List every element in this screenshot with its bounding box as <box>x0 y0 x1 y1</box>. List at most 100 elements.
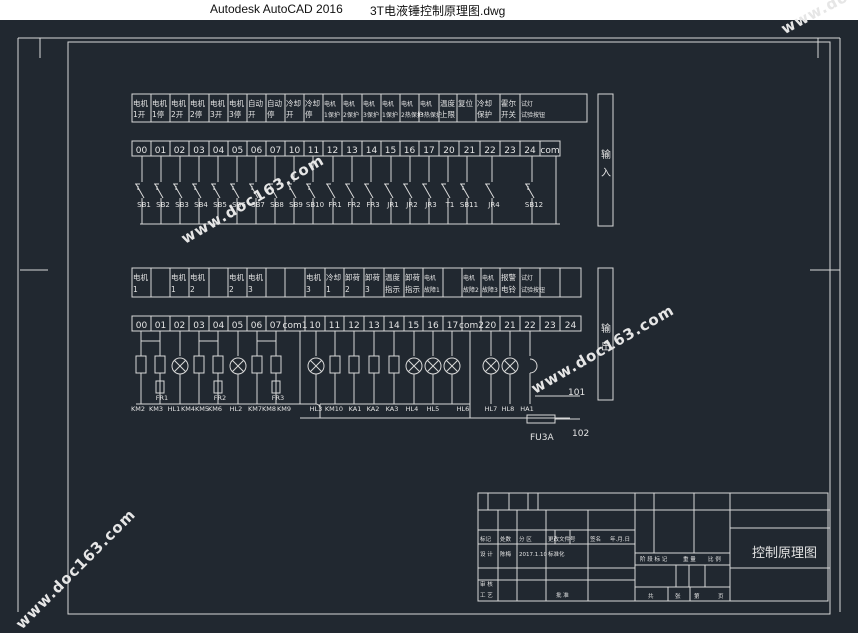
lamp-cross <box>485 360 497 372</box>
output-label: 冷却 <box>326 272 341 282</box>
output-terminal-label: 22 <box>524 321 535 331</box>
output-terminal-label: 23 <box>544 321 555 331</box>
output-label: 卸荷 <box>405 272 420 282</box>
output-label-line2: 3 <box>306 285 311 294</box>
output-side-box <box>597 267 614 401</box>
input-label-strip <box>131 93 588 123</box>
thermal-relay-contact <box>271 380 281 394</box>
lamp-cross <box>310 360 322 372</box>
device-label: KM4 <box>181 405 195 413</box>
drawing-canvas[interactable]: 电机1开电机1停电机2开电机2停电机3开电机3停自动开自动停冷却开冷却停电机1保… <box>0 20 858 621</box>
output-terminal-label: 12 <box>348 321 359 331</box>
input-label-line2: 上限 <box>440 110 455 119</box>
switch-label: SB9 <box>289 201 303 209</box>
output-label: 电机 <box>190 272 205 282</box>
input-terminal-label: 13 <box>346 146 357 156</box>
switch-contact <box>364 183 374 199</box>
relay-coil <box>329 355 341 374</box>
output-terminal-label: 02 <box>174 321 185 331</box>
input-side-label: 输 <box>601 148 611 161</box>
device-label: HL3 <box>310 405 323 413</box>
output-terminal-label: 05 <box>232 321 243 331</box>
switch-label: SB11 <box>460 201 478 209</box>
tb-cell: 标记 <box>480 535 492 543</box>
switch-contact <box>154 183 164 199</box>
input-label: 冷却 <box>305 98 320 108</box>
lamp-cross <box>427 360 439 372</box>
output-terminal-label: 20 <box>485 321 497 331</box>
device-label: KM8 <box>262 405 276 413</box>
output-label-line2: 试验按钮 <box>521 286 545 294</box>
output-label-line2: 指示 <box>405 284 420 294</box>
input-label: 电机 <box>382 100 394 108</box>
output-label-line2: 1 <box>133 285 138 294</box>
relay-coil <box>154 355 166 374</box>
input-label: 电机 <box>324 100 336 108</box>
relay-coil <box>193 355 205 374</box>
output-side-label: 出 <box>601 340 611 353</box>
input-label: 自动 <box>248 98 263 108</box>
lamp-cross <box>232 360 244 372</box>
output-terminal-label: 10 <box>309 321 321 331</box>
output-label: 温度 <box>385 272 400 282</box>
tb-cell: 审 核 <box>480 580 493 588</box>
output-label: 卸荷 <box>365 272 380 282</box>
input-label-line2: 开 <box>286 110 294 119</box>
device-label: HL6 <box>457 405 470 413</box>
tb-cell: 签名 <box>590 535 601 543</box>
input-label-line2: 2停 <box>190 109 203 119</box>
lamp-cross <box>174 360 186 372</box>
switch-label: SB4 <box>194 201 208 209</box>
switch-label: FR1 <box>328 201 341 209</box>
switch-contact <box>460 183 470 199</box>
fr-label: FR1 <box>156 394 168 402</box>
switch-contact <box>525 183 535 199</box>
thermal-relay-contact <box>213 380 223 394</box>
relay-coil <box>388 355 400 374</box>
input-terminal-label: 17 <box>423 146 434 156</box>
switch-contact <box>287 183 297 199</box>
output-label-line2: 指示 <box>385 284 400 294</box>
output-terminal-label: 07 <box>270 321 281 331</box>
input-label-line2: 2开 <box>171 110 184 119</box>
output-terminal-label: com2 <box>459 321 484 331</box>
relay-coil <box>348 355 360 374</box>
output-terminal-label: 01 <box>155 321 166 331</box>
output-label: 电机 <box>424 274 436 282</box>
lamp-cross <box>446 360 458 372</box>
output-terminal-label: 17 <box>447 321 458 331</box>
input-terminal-label: 20 <box>443 146 455 156</box>
output-label-line2: 2 <box>229 285 234 294</box>
output-label-line2: 3 <box>248 285 253 294</box>
switch-contact <box>268 183 278 199</box>
switch-contact <box>384 183 394 199</box>
output-terminal-label: 13 <box>368 321 379 331</box>
input-side-label: 入 <box>601 168 611 179</box>
input-label: 电机 <box>152 98 167 108</box>
input-label-line2: 1保护 <box>324 111 340 119</box>
input-label: 电机 <box>190 98 205 108</box>
tb-cell: 阶 段 标 记 <box>640 555 668 563</box>
tb-cell: 陈梅 <box>500 550 512 558</box>
tb-cell: 比 例 <box>708 555 721 563</box>
switch-contact <box>345 183 355 199</box>
output-label: 电机 <box>229 272 244 282</box>
switch-label: FR3 <box>366 201 379 209</box>
input-label-line2: 开关 <box>501 109 516 119</box>
input-terminal-strip <box>131 140 561 157</box>
output-terminal-label: 06 <box>251 321 263 331</box>
output-terminal-label: 00 <box>136 321 148 331</box>
input-terminal-label: 01 <box>155 146 166 156</box>
output-terminal-strip <box>131 315 582 332</box>
output-label: 电机 <box>171 272 186 282</box>
drawing-border <box>67 41 831 615</box>
tb-cell: 共 <box>648 592 654 600</box>
input-terminal-label: 23 <box>504 146 515 156</box>
device-label: HL2 <box>230 405 243 413</box>
input-label-line2: 3开 <box>210 110 223 119</box>
output-terminal-label: com1 <box>283 321 308 331</box>
input-label-line2: 保护 <box>477 109 492 119</box>
input-label: 冷却 <box>477 98 492 108</box>
tb-cell: 处数 <box>500 535 512 543</box>
input-terminal-label: 06 <box>251 146 263 156</box>
